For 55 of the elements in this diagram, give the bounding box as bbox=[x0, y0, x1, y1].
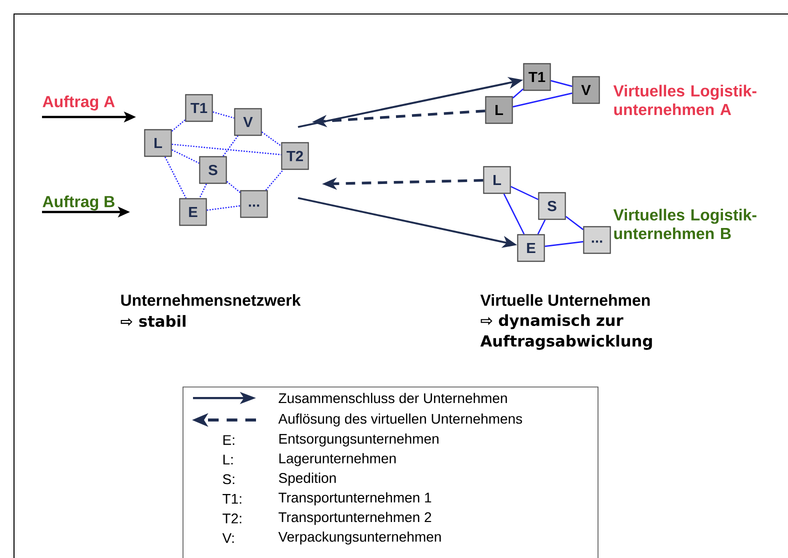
company-box: S bbox=[538, 192, 566, 220]
connection-line bbox=[206, 205, 240, 211]
company-box: T1 bbox=[185, 94, 213, 122]
company-box: ... bbox=[583, 226, 611, 254]
section-note: ⇨ stabil bbox=[120, 315, 186, 327]
connection-line bbox=[172, 149, 200, 164]
abbreviation: T1: bbox=[222, 494, 242, 504]
connection-line bbox=[212, 111, 234, 119]
connection-line bbox=[503, 194, 525, 234]
company-box: V bbox=[234, 108, 262, 136]
connection-line bbox=[550, 80, 572, 87]
order-label: Auftrag A bbox=[42, 96, 115, 110]
connection-line bbox=[512, 88, 524, 98]
legend-text: Transportunternehmen 1 bbox=[278, 492, 432, 506]
company-box: S bbox=[199, 156, 227, 184]
company-box: L bbox=[485, 96, 513, 124]
section-heading: Unternehmensnetzwerk bbox=[121, 294, 301, 306]
section-heading: Virtuelle Unternehmen bbox=[480, 294, 650, 306]
company-box: T1 bbox=[523, 63, 551, 91]
abbreviation: L: bbox=[223, 454, 233, 464]
connection-line bbox=[172, 144, 282, 156]
order-label: Auftrag B bbox=[42, 196, 114, 210]
company-box: L bbox=[144, 129, 172, 157]
connection-line bbox=[222, 136, 238, 156]
connection-line bbox=[265, 169, 284, 191]
abbreviation: T2: bbox=[222, 514, 242, 524]
company-box: E bbox=[517, 234, 545, 262]
abbreviation: E: bbox=[223, 435, 234, 445]
connection-line bbox=[537, 220, 546, 234]
company-box: E bbox=[179, 198, 207, 226]
connection-line bbox=[510, 186, 538, 200]
abbreviation: S: bbox=[222, 474, 234, 484]
legend-text: Zusammenschluss der Unternehmen bbox=[278, 392, 507, 404]
connection-line bbox=[262, 132, 282, 146]
legend-text: Lagerunternehmen bbox=[279, 453, 396, 466]
connection-line bbox=[199, 184, 207, 198]
section-note: ⇨ dynamisch zur Auftragsabwicklung bbox=[480, 314, 652, 350]
connection-line bbox=[512, 92, 572, 108]
legend-text: Verpackungsunternehmen bbox=[278, 531, 441, 545]
company-box: ... bbox=[240, 190, 268, 218]
legend-text: Auflösung des virtuellen Unternehmens bbox=[278, 413, 522, 427]
connection-line bbox=[164, 156, 187, 198]
group-label: Virtuelles Logistik- unternehmen B bbox=[613, 208, 756, 240]
connection-line bbox=[544, 241, 584, 247]
group-label: Virtuelles Logistik- unternehmen A bbox=[613, 84, 756, 116]
legend-text: Transportunternehmen 2 bbox=[278, 512, 432, 525]
company-box: T2 bbox=[281, 142, 309, 170]
legend-text: Spedition bbox=[278, 472, 336, 486]
company-box: V bbox=[572, 76, 600, 104]
company-box: L bbox=[483, 166, 511, 194]
legend-text: Entsorgungsunternehmen bbox=[279, 433, 438, 447]
connection-line bbox=[565, 216, 584, 230]
connection-line bbox=[171, 119, 186, 132]
connection-line bbox=[226, 181, 241, 193]
abbreviation: V: bbox=[222, 533, 234, 543]
